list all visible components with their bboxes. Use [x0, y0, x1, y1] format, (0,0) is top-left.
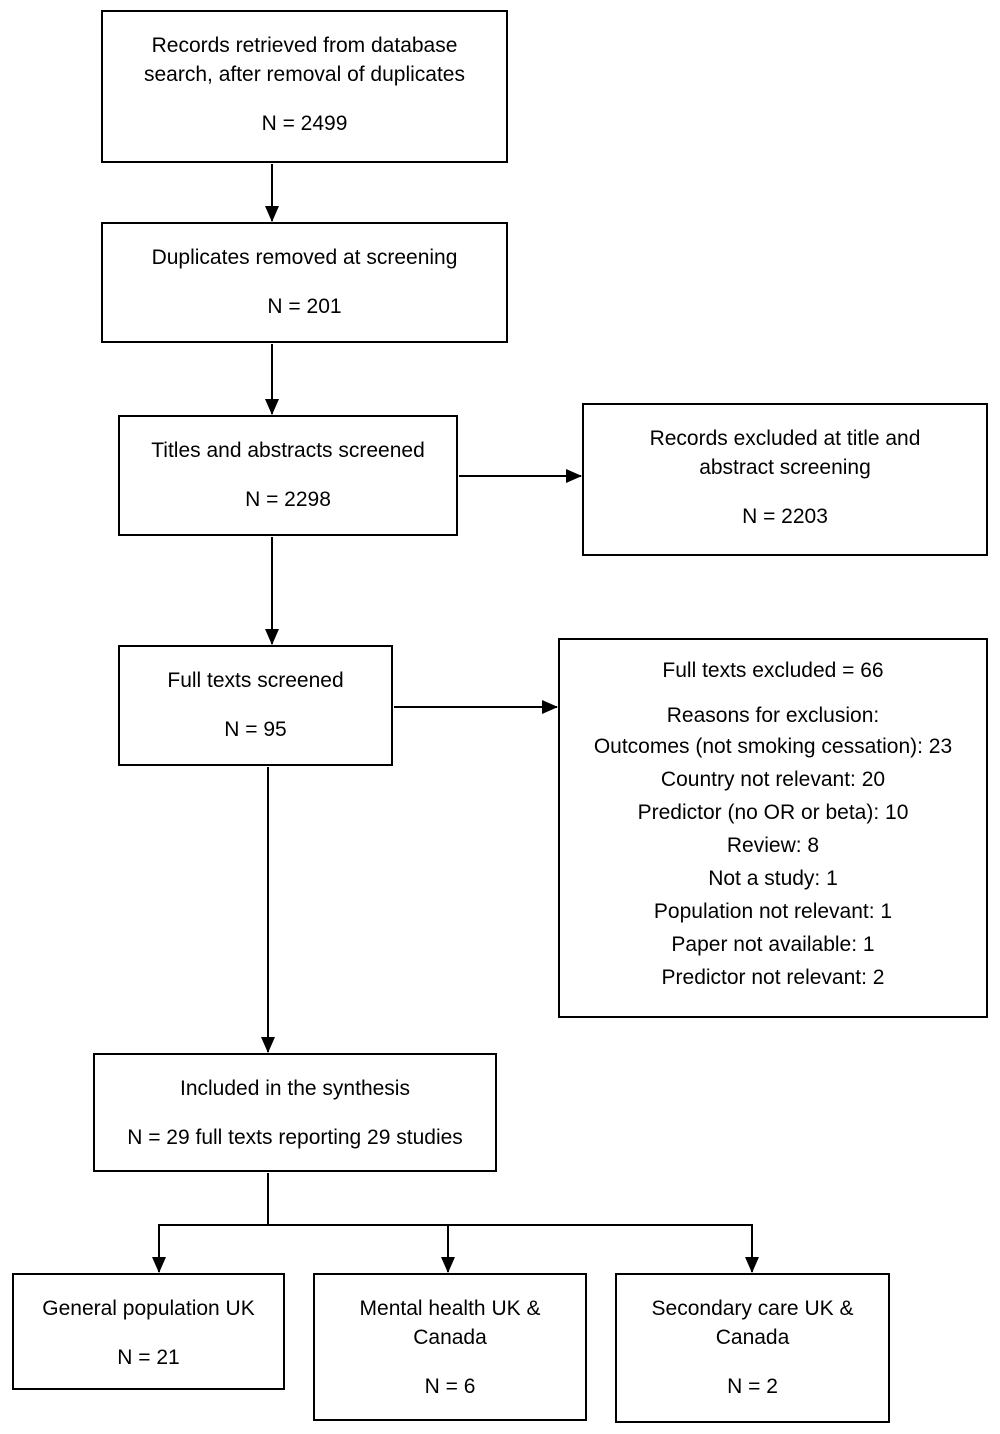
exclusion-reasons-heading: Reasons for exclusion: [666, 704, 880, 727]
box-secondary-care: Secondary care UK & Canada N = 2 [615, 1273, 890, 1423]
exclusion-reason-outcomes: Outcomes (not smoking cessation): 23 [593, 735, 953, 758]
exclusion-reason-country: Country not relevant: 20 [660, 768, 886, 791]
box-titles-abstracts-screened-label: Titles and abstracts screened [151, 439, 425, 462]
box-duplicates-removed-label: Duplicates removed at screening [151, 246, 458, 269]
box-included-synthesis-label: Included in the synthesis [180, 1077, 410, 1100]
exclusion-reason-population: Population not relevant: 1 [653, 900, 893, 923]
box-records-retrieved-label: Records retrieved from database search, … [144, 34, 465, 86]
box-general-population-uk: General population UK N = 21 [12, 1273, 285, 1390]
box-titles-abstracts-screened-count: N = 2298 [245, 488, 331, 511]
exclusion-reason-review: Review: 8 [726, 834, 820, 857]
box-mental-health-label: Mental health UK & Canada [359, 1297, 541, 1349]
box-full-texts-screened-label: Full texts screened [167, 669, 344, 692]
exclusion-reasons-list: Outcomes (not smoking cessation): 23 Cou… [560, 730, 986, 994]
box-records-excluded-count: N = 2203 [742, 505, 828, 528]
exclusion-reason-not-a-study: Not a study: 1 [708, 867, 838, 890]
box-included-synthesis-count: N = 29 full texts reporting 29 studies [127, 1126, 463, 1149]
box-records-retrieved-count: N = 2499 [261, 112, 348, 135]
box-titles-abstracts-screened: Titles and abstracts screened N = 2298 [118, 415, 458, 536]
box-secondary-care-label: Secondary care UK & Canada [651, 1297, 854, 1349]
box-records-excluded-label: Records excluded at title and abstract s… [649, 427, 921, 479]
box-general-population-uk-count: N = 21 [117, 1346, 180, 1369]
box-full-texts-excluded: Full texts excluded = 66 Reasons for exc… [558, 638, 988, 1018]
box-duplicates-removed-count: N = 201 [267, 295, 342, 318]
box-full-texts-screened-count: N = 95 [224, 718, 287, 741]
box-secondary-care-count: N = 2 [727, 1375, 778, 1398]
box-full-texts-screened: Full texts screened N = 95 [118, 645, 393, 766]
box-general-population-uk-label: General population UK [42, 1297, 255, 1320]
box-included-synthesis: Included in the synthesis N = 29 full te… [93, 1053, 497, 1172]
box-records-excluded: Records excluded at title and abstract s… [582, 403, 988, 556]
exclusion-reason-predictor-not-relevant: Predictor not relevant: 2 [661, 966, 885, 989]
box-mental-health: Mental health UK & Canada N = 6 [313, 1273, 587, 1421]
exclusion-reason-predictor-no-or: Predictor (no OR or beta): 10 [637, 801, 909, 824]
exclusion-reason-paper-unavailable: Paper not available: 1 [671, 933, 875, 956]
box-full-texts-excluded-title: Full texts excluded = 66 [662, 659, 884, 682]
box-mental-health-count: N = 6 [424, 1375, 476, 1398]
box-records-retrieved: Records retrieved from database search, … [101, 10, 508, 163]
box-duplicates-removed: Duplicates removed at screening N = 201 [101, 222, 508, 343]
